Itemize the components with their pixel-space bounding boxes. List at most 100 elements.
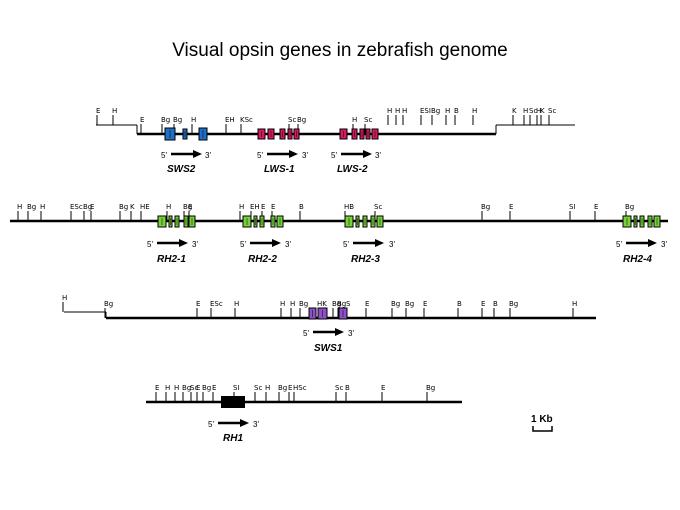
restriction-site-label: HB	[344, 203, 354, 211]
restriction-site-label: H	[239, 203, 244, 211]
restriction-site-label: E	[271, 203, 275, 211]
lws-2-gene: 5' 3' LWS-2	[331, 150, 381, 175]
restriction-site-label: E	[481, 300, 485, 308]
sws1-gene: 5' 3' SWS1	[303, 328, 354, 354]
restriction-site-label: EH	[225, 116, 235, 124]
restriction-site-label: ESI	[420, 107, 431, 115]
restriction-site-label: K	[130, 203, 135, 211]
restriction-site-label: E	[212, 384, 216, 392]
sws2-exons	[164, 127, 208, 141]
restriction-site-label: Sc	[254, 384, 262, 392]
restriction-site-label: E	[90, 203, 94, 211]
restriction-site-label: Bg	[278, 384, 287, 392]
lws-2-label: LWS-2	[337, 164, 368, 175]
restriction-site-label: Bg	[202, 384, 211, 392]
lws-1-five-prime: 5'	[257, 151, 263, 160]
rh1-label: RH1	[223, 433, 243, 444]
row-1-backbone	[96, 124, 575, 136]
rh2-2-arrowhead	[272, 239, 281, 247]
restriction-site-label: E	[96, 107, 100, 115]
rh2-3-five-prime: 5'	[343, 240, 349, 249]
restriction-site-label: S	[346, 300, 351, 308]
restriction-site-label: EH	[250, 203, 260, 211]
restriction-site-label: KSc	[240, 116, 253, 124]
restriction-site-label: Bg	[337, 300, 346, 308]
sws1-arrowhead	[335, 328, 344, 336]
lws-2-arrowhead	[363, 150, 372, 158]
restriction-site-label: E	[196, 300, 200, 308]
rh2-3-three-prime: 3'	[389, 240, 395, 249]
restriction-site-label: H	[387, 107, 392, 115]
rh2-4-arrowhead	[648, 239, 657, 247]
rh2-2-exons	[242, 215, 284, 228]
diagram-title: Visual opsin genes in zebrafish genome	[172, 40, 508, 61]
restriction-site-label: Bg	[299, 300, 308, 308]
rh1-five-prime: 5'	[208, 420, 214, 429]
restriction-site-label: Bg	[83, 203, 92, 211]
lws-1-arrowhead	[289, 150, 298, 158]
restriction-site-label: HSc	[293, 384, 307, 392]
restriction-site-label: Bg	[405, 300, 414, 308]
restriction-site-label: H	[352, 116, 357, 124]
restriction-site-label: K	[512, 107, 517, 115]
rh2-1-gene: 5' 3' RH2-1	[147, 239, 198, 265]
restriction-site-label: H	[191, 116, 196, 124]
restriction-site-label: Bg	[104, 300, 113, 308]
sws2-three-prime: 3'	[205, 151, 211, 160]
restriction-site-label: Bg	[332, 300, 341, 308]
lws-1-exons	[257, 128, 300, 140]
restriction-site-label: Bg	[182, 384, 191, 392]
rh2-4-three-prime: 3'	[661, 240, 667, 249]
scale-bar-line	[532, 426, 553, 432]
rh2-1-arrowhead	[179, 239, 188, 247]
restriction-site-label: E	[261, 203, 265, 211]
scale-bar: 1 Kb	[531, 414, 553, 432]
lws-2-exons	[339, 128, 379, 140]
restriction-site-label: Bg	[481, 203, 490, 211]
restriction-site-label: H	[166, 203, 171, 211]
restriction-site-label: Sc	[335, 384, 343, 392]
lws-1-three-prime: 3'	[302, 151, 308, 160]
sws1-five-prime: 5'	[303, 329, 309, 338]
rh2-1-three-prime: 3'	[192, 240, 198, 249]
sws2-label: SWS2	[167, 164, 196, 175]
restriction-site-label: Bg	[431, 107, 440, 115]
restriction-site-label: Bg	[391, 300, 400, 308]
restriction-site-label: B	[345, 384, 350, 392]
restriction-site-label: H	[112, 107, 117, 115]
restriction-site-label: E	[509, 203, 513, 211]
restriction-site-label: H	[62, 294, 67, 302]
restriction-site-label: E	[423, 300, 427, 308]
restriction-site-label: Bg	[173, 116, 182, 124]
rh2-4-five-prime: 5'	[616, 240, 622, 249]
restriction-site-label: H	[174, 384, 179, 392]
restriction-site-label: HE	[140, 203, 150, 211]
restriction-site-label: Sc	[548, 107, 556, 115]
restriction-site-label: H	[472, 107, 477, 115]
restriction-site-label: H	[395, 107, 400, 115]
restriction-site-label: H	[165, 384, 170, 392]
rh2-4-exons	[622, 215, 661, 228]
rh2-2-three-prime: 3'	[285, 240, 291, 249]
rh2-4-label: RH2-4	[623, 254, 652, 265]
restriction-site-label: H	[523, 107, 528, 115]
restriction-site-label: Sc	[190, 384, 198, 392]
restriction-site-label: H	[17, 203, 22, 211]
sws1-exons	[308, 307, 348, 320]
restriction-site-label: ESc	[70, 203, 83, 211]
restriction-site-label: HK	[317, 300, 327, 308]
rh2-3-gene: 5' 3' RH2-3	[343, 239, 395, 265]
rh2-3-arrowhead	[375, 239, 384, 247]
restriction-site-label: Bg	[297, 116, 306, 124]
restriction-site-label: H	[445, 107, 450, 115]
restriction-site-label: E	[288, 384, 292, 392]
restriction-site-label: H	[290, 300, 295, 308]
scale-bar-label: 1 Kb	[531, 414, 553, 425]
